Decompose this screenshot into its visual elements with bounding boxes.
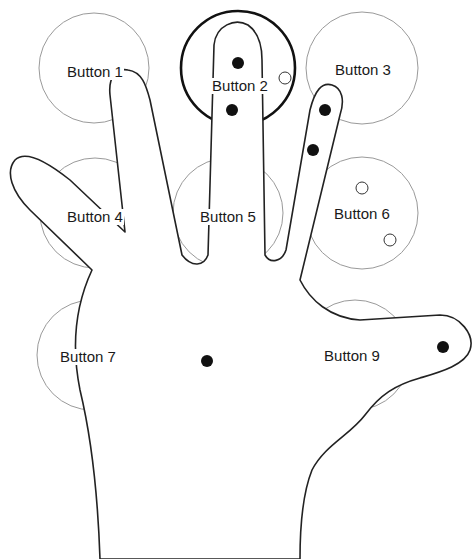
button-label: Button 9 bbox=[323, 348, 381, 364]
button-label: Button 5 bbox=[199, 209, 257, 225]
filled-dot bbox=[232, 57, 244, 69]
circle-shape bbox=[37, 300, 147, 410]
filled-dot bbox=[319, 104, 331, 116]
circle-shape bbox=[300, 300, 410, 410]
filled-dot bbox=[226, 104, 238, 116]
circle-shape bbox=[173, 158, 283, 268]
open-dot bbox=[356, 182, 368, 194]
filled-dot bbox=[201, 355, 213, 367]
button-label: Button 3 bbox=[334, 62, 392, 78]
circle-shape bbox=[40, 158, 150, 268]
circle-shape bbox=[39, 13, 149, 123]
button-label: Button 2 bbox=[211, 78, 269, 94]
circle-shape bbox=[306, 12, 418, 124]
open-dot bbox=[279, 72, 291, 84]
button-label: Button 4 bbox=[66, 209, 124, 225]
button-label: Button 1 bbox=[66, 64, 124, 80]
button-label: Button 7 bbox=[59, 349, 117, 365]
open-dot bbox=[384, 234, 396, 246]
circle-shape bbox=[306, 157, 418, 269]
filled-dot bbox=[437, 341, 449, 353]
circle-shape bbox=[181, 11, 295, 125]
button-label: Button 6 bbox=[333, 206, 391, 222]
filled-dot bbox=[307, 144, 319, 156]
